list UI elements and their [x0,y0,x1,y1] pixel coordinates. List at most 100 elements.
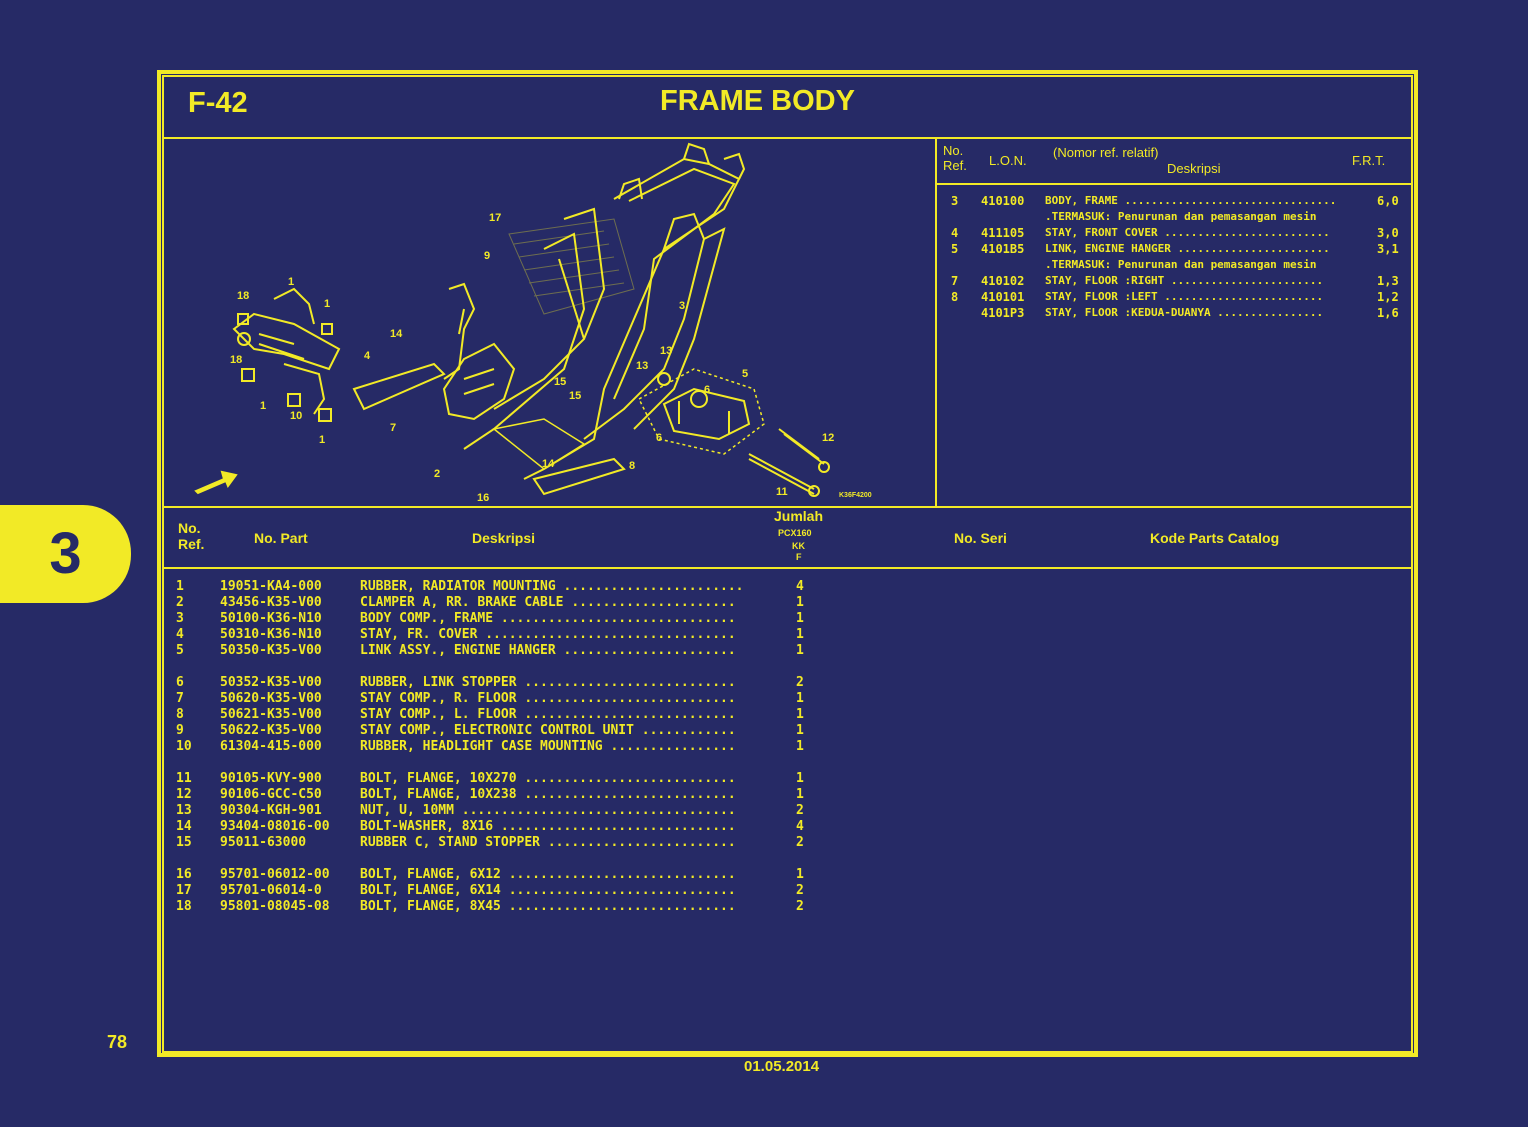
header-jumlah: Jumlah [774,508,824,524]
lon-desc: LINK, ENGINE HANGER ....................… [1045,242,1330,255]
parts-table-header: No. Ref. No. Part Deskripsi Jumlah PCX16… [162,508,1413,569]
row-part-number: 90105-KVY-900 [220,771,322,786]
header-no-ref: No. Ref. [178,520,205,552]
callout-1: 1 [319,434,325,446]
row-ref: 7 [176,691,184,706]
table-row[interactable]: 13 90304-KGH-901 NUT, U, 10MM ............… [164,803,864,819]
row-part-number: 50100-K36-N10 [220,611,322,626]
page-number: 78 [107,1032,128,1052]
row-part-number: 90304-KGH-901 [220,803,322,818]
row-description: STAY COMP., ELECTRONIC CONTROL UNIT ....… [360,723,736,738]
callout-1: 1 [324,298,330,310]
row-part-number: 50352-K35-V00 [220,675,322,690]
row-description: NUT, U, 10MM ...........................… [360,803,736,818]
row-quantity: 2 [796,899,804,914]
callout-6: 6 [704,384,710,396]
row-quantity: 4 [796,819,804,834]
lon-code: 410100 [981,194,1025,208]
header-sub2: F [796,552,802,562]
row-part-number: 90106-GCC-C50 [220,787,322,802]
row-quantity: 1 [796,771,804,786]
row-part-number: 93404-08016-00 [220,819,330,834]
row-quantity: 2 [796,803,804,818]
frame-body-illustration: 1 1 1 1 2 3 4 5 6 6 7 8 9 10 11 12 13 13… [194,142,872,504]
row-description: BOLT, FLANGE, 6X12 .....................… [360,867,736,882]
row-quantity: 1 [796,707,804,722]
lon-row: 5 4101B5 LINK, ENGINE HANGER .............… [937,241,1411,257]
callout-14: 14 [390,328,403,340]
lon-desc: STAY, FRONT COVER ......................… [1045,226,1330,239]
row-part-number: 43456-K35-V00 [220,595,322,610]
lon-frt: 1,2 [1377,290,1399,304]
lon-header-frt: F.R.T. [1352,153,1386,168]
row-quantity: 1 [796,787,804,802]
table-row[interactable]: 6 50352-K35-V00 RUBBER, LINK STOPPER .....… [164,675,864,691]
row-part-number: 95701-06014-0 [220,883,322,898]
row-ref: 6 [176,675,184,690]
page-header: F-42 FRAME BODY [162,75,1413,139]
row-description: BOLT, FLANGE, 10X270 ...................… [360,771,736,786]
header-kode-parts: Kode Parts Catalog [1150,530,1280,546]
lon-frt: 1,3 [1377,274,1399,288]
frame-main [442,142,746,480]
row-description: CLAMPER A, RR. BRAKE CABLE .............… [360,595,736,610]
callout-15: 15 [554,376,566,388]
link-assy-group [638,368,765,455]
lon-desc: STAY, FLOOR :LEFT ......................… [1045,290,1324,303]
callout-14: 14 [542,458,555,470]
row-ref: 17 [176,883,192,898]
header-sub1: KK [792,541,805,551]
callout-17: 17 [489,212,501,224]
callout-18: 18 [237,290,249,302]
lon-desc: BODY, FRAME ............................… [1045,194,1337,207]
row-ref: 13 [176,803,192,818]
row-description: BODY COMP., FRAME ......................… [360,611,736,626]
row-quantity: 1 [796,595,804,610]
lon-desc: STAY, FLOOR :RIGHT .....................… [1045,274,1324,287]
callout-10: 10 [290,410,302,422]
callout-1: 1 [260,400,266,412]
lon-header-deskripsi: Deskripsi [1167,161,1221,176]
row-description: RUBBER, LINK STOPPER ...................… [360,675,736,690]
row-ref: 14 [176,819,192,834]
row-quantity: 1 [796,739,804,754]
header-model: PCX160 [778,528,812,538]
lon-desc: STAY, FLOOR :KEDUA-DUANYA ..............… [1045,306,1324,319]
row-quantity: 4 [796,579,804,594]
callout-9: 9 [484,250,490,262]
fr-arrow-icon [194,470,238,495]
lon-frt: 3,1 [1377,242,1399,256]
callout-13: 13 [660,345,672,357]
lon-table-rows: 3 410100 BODY, FRAME .....................… [937,193,1411,321]
row-ref: 8 [176,707,184,722]
row-ref: 16 [176,867,192,882]
callout-8: 8 [629,460,635,472]
lon-code: 4101B5 [981,242,1025,256]
row-part-number: 50621-K35-V00 [220,707,322,722]
callout-16: 16 [477,492,489,504]
lon-ref: 5 [951,242,959,256]
section-tab[interactable]: 3 [0,505,131,603]
lon-ref: 3 [951,194,959,208]
row-part-number: 95011-63000 [220,835,307,850]
lon-frt: 3,0 [1377,226,1399,240]
lon-row: 3 410100 BODY, FRAME .....................… [937,193,1411,209]
